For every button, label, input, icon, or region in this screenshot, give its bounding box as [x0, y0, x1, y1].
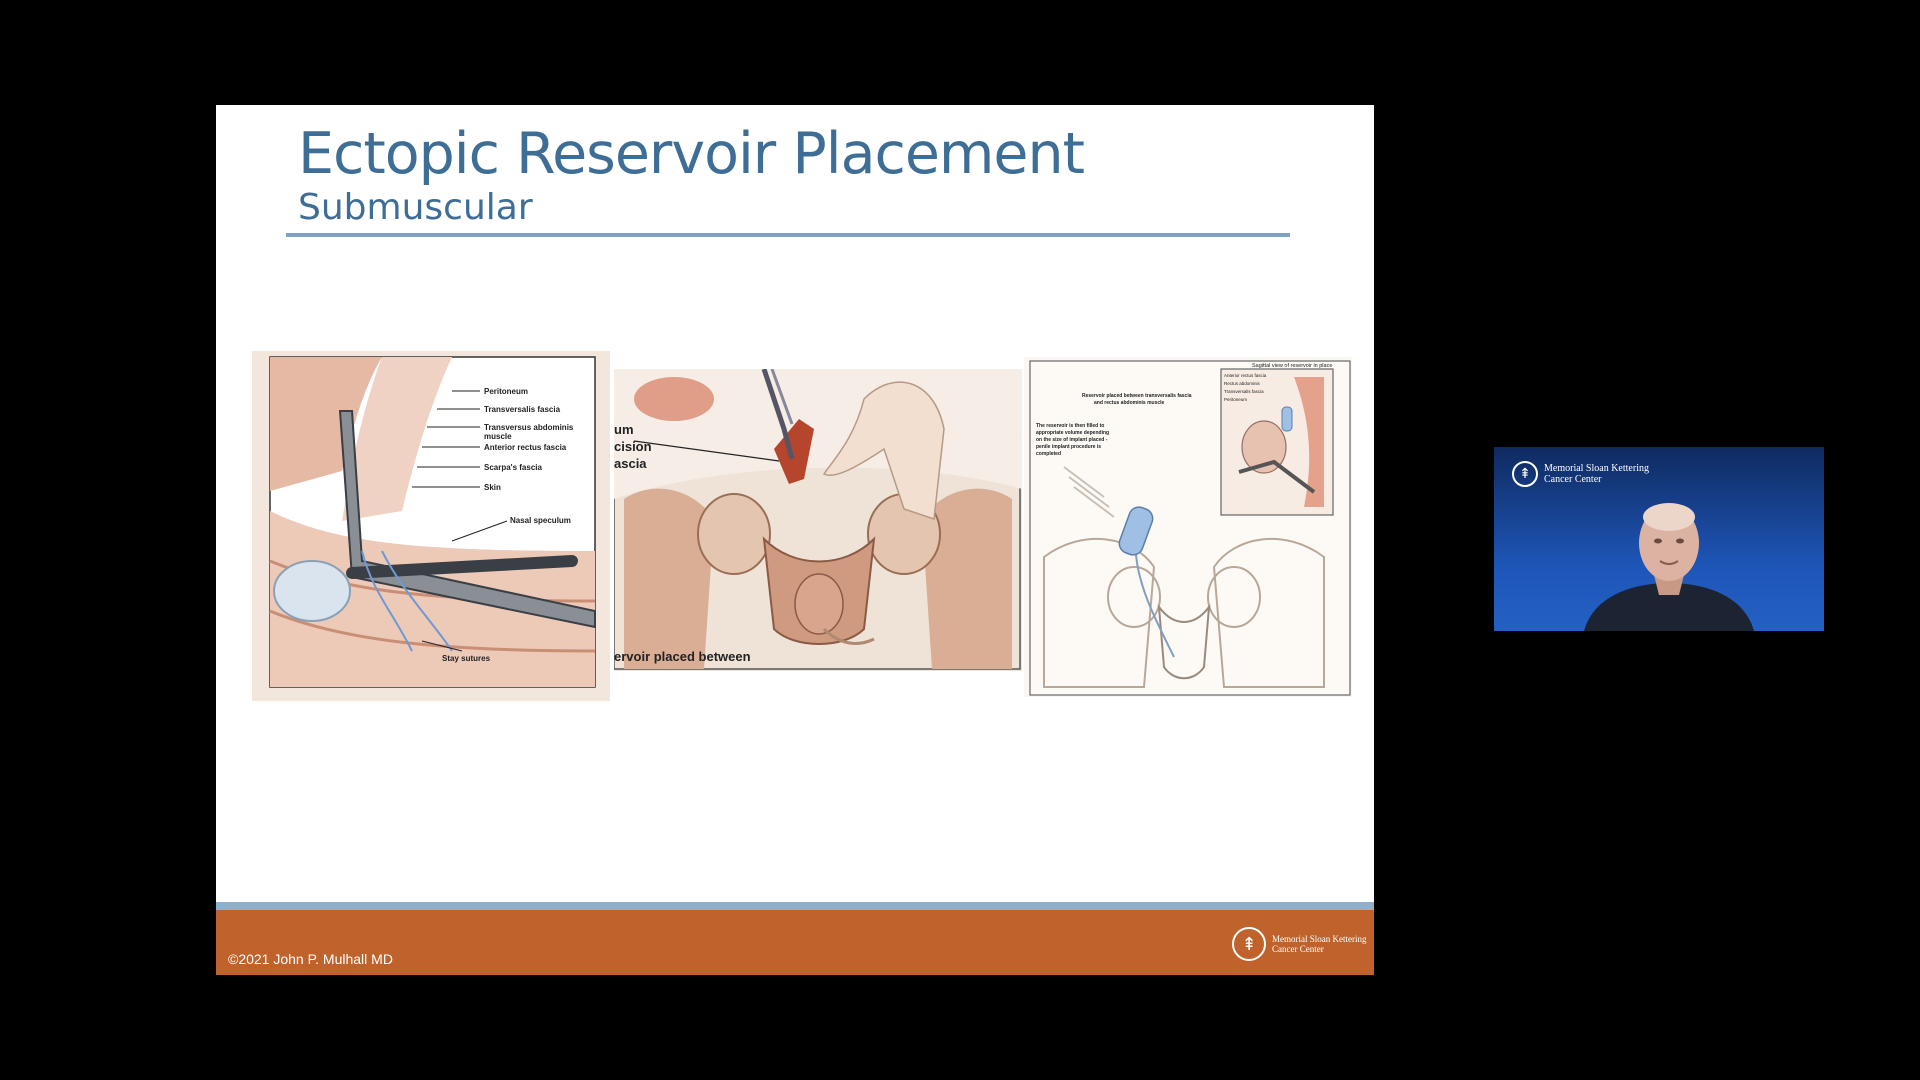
label-transversus-abdominis: Transversus abdominis [484, 423, 574, 432]
label-cision: cision [614, 439, 652, 454]
video-logo: ⇞ Memorial Sloan Kettering Cancer Center [1512, 461, 1649, 487]
footer-bar [216, 910, 1374, 975]
label-muscle: muscle [484, 432, 512, 441]
inset-label-1: Anterior rectus fascia [1224, 373, 1267, 378]
inset-title: Sagittal view of reservoir in place [1252, 363, 1332, 369]
title-divider [286, 233, 1290, 237]
label-transversalis-fascia: Transversalis fascia [484, 405, 561, 414]
caption-side-1: The reservoir is then filled to [1036, 423, 1104, 429]
label-ascia: ascia [614, 456, 647, 471]
inset-label-4: Peritoneum [1224, 397, 1247, 402]
label-nasal-speculum: Nasal speculum [510, 516, 571, 525]
caption-side-2: appropriate volume depending [1036, 430, 1109, 436]
footer-logo-line1: Memorial Sloan Kettering [1272, 934, 1367, 944]
label-skin: Skin [484, 483, 501, 492]
inset-label-2: Rectus abdominis [1224, 381, 1261, 386]
footer-stripe [216, 902, 1374, 910]
label-scarpas-fascia: Scarpa's fascia [484, 463, 542, 472]
inset-label-3: Transversalis fascia [1224, 389, 1264, 394]
caption-top-2: and rectus abdominis muscle [1094, 400, 1165, 406]
caption-side-4: penile implant procedure is [1036, 444, 1101, 450]
video-logo-line1: Memorial Sloan Kettering [1544, 463, 1649, 474]
figure-sagittal-illustration: Peritoneum Transversalis fascia Transver… [252, 351, 610, 701]
footer-logo-line2: Cancer Center [1272, 944, 1324, 954]
label-um: um [614, 422, 634, 437]
caption-side-5: completed [1036, 451, 1061, 457]
label-peritoneum: Peritoneum [484, 387, 528, 396]
figure-surgical-illustration: um cision ascia ervoir placed between [614, 369, 1022, 671]
presenter-avatar [1584, 503, 1754, 631]
label-stay-sutures: Stay sutures [442, 654, 491, 663]
msk-logo-icon: ⇞ [1512, 461, 1538, 487]
video-logo-line2: Cancer Center [1544, 474, 1602, 485]
presenter-video-tile[interactable]: ⇞ Memorial Sloan Kettering Cancer Center [1494, 447, 1824, 631]
figure-pelvis-illustration: Sagittal view of reservoir in place Ante… [1024, 357, 1352, 697]
caption-top-1: Reservoir placed between transversalis f… [1082, 393, 1192, 399]
caption-side-3: on the size of implant placed - [1036, 437, 1108, 443]
slide-subtitle: Submuscular [298, 187, 533, 228]
presentation-slide: Ectopic Reservoir Placement Submuscular [216, 105, 1374, 975]
footer-copyright: ©2021 John P. Mulhall MD [228, 951, 393, 967]
label-reservoir-placed-between: ervoir placed between [614, 649, 751, 664]
footer-logo: ⇞ Memorial Sloan Kettering Cancer Center [1232, 927, 1366, 961]
msk-logo-icon: ⇞ [1232, 927, 1266, 961]
label-anterior-rectus-fascia: Anterior rectus fascia [484, 443, 567, 452]
slide-title: Ectopic Reservoir Placement [298, 121, 1085, 187]
